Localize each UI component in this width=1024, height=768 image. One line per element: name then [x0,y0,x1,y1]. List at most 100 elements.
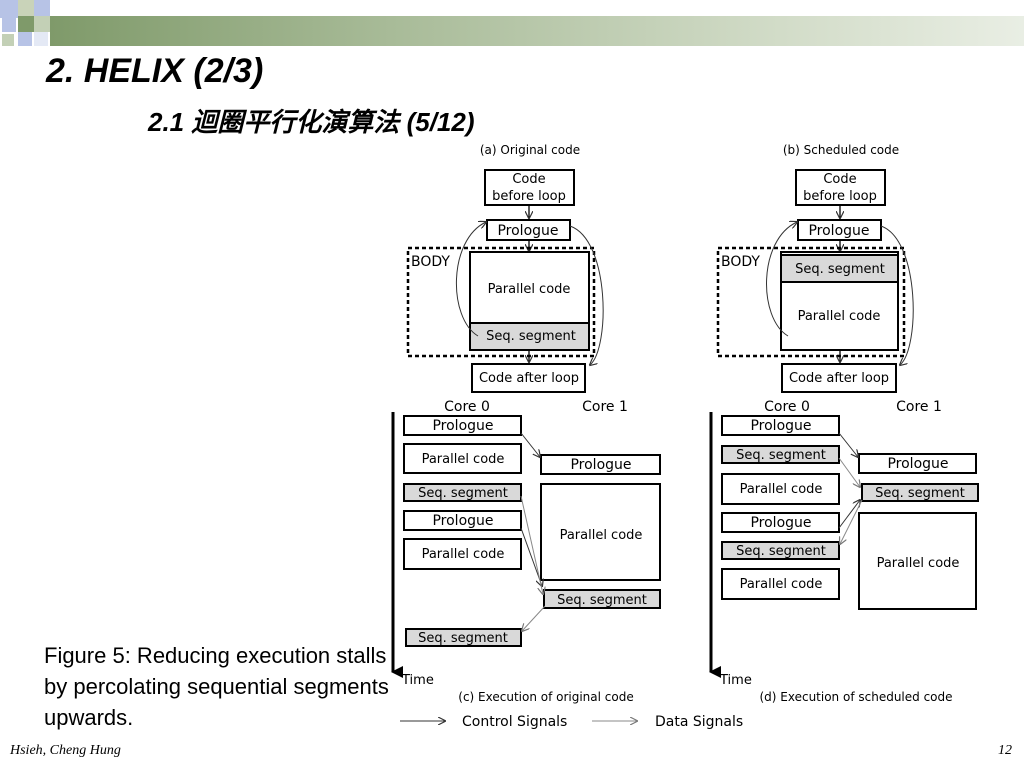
loop-exit-arrow [880,225,914,365]
c1-prologue [540,454,661,475]
code-before-loop-label-1: Code [512,172,545,187]
loop-exit-arrow [569,225,604,365]
control-signal-arrow [838,500,860,529]
data-signal-arrow [840,499,863,544]
c1-seq-label: Seq. segment [557,593,647,608]
code-before-loop-box [795,169,886,206]
data-signal-arrow [838,457,860,487]
c1-prologue-label: Prologue [570,457,631,473]
decor-square [18,16,34,32]
c0-seq-2-label: Seq. segment [736,544,826,559]
panel-d-execution-scheduled: Core 0 Core 1 Time Prologue Seq. segment… [709,399,979,704]
decor-square [2,18,16,32]
prologue-label: Prologue [808,223,869,239]
c1-parallel-label: Parallel code [877,556,960,571]
panel-b-scheduled-code: (b) Scheduled code Code before loop Prol… [716,143,914,393]
panel-d-title: (d) Execution of scheduled code [759,690,952,704]
seq-segment-box [469,322,590,351]
parallel-code-label: Parallel code [488,282,571,297]
code-before-loop-label-2: before loop [803,189,877,204]
body-dashed-box [406,246,596,358]
c0-seq-1-label: Seq. segment [736,448,826,463]
c1-seq [861,483,979,502]
panel-c-execution-original: Core 0 Core 1 Time Prologue Parallel cod… [391,399,661,704]
slide-subtitle: 2.1 迴圈平行化演算法 (5/12) [148,107,475,137]
c0-parallel-1-label: Parallel code [740,482,823,497]
panel-a-title: (a) Original code [480,143,580,157]
decor-square [2,34,14,46]
c0-seq-1-label: Seq. segment [418,486,508,501]
c0-parallel-1-label: Parallel code [422,452,505,467]
decor-square [34,16,50,32]
loop-back-arrow [766,222,797,337]
c0-prologue-1 [403,415,522,436]
page-number: 12 [998,743,1012,758]
code-before-loop-label-1: Code [823,172,856,187]
c0-prologue-2 [403,510,522,531]
code-after-loop-box [781,363,897,393]
time-label: Time [719,673,752,688]
c0-seq-1 [403,483,522,502]
core0-label: Core 0 [444,399,490,415]
control-signal-legend-label: Control Signals [462,714,567,730]
loop-back-arrow [455,222,486,337]
control-signal-arrow [520,527,542,586]
c0-parallel-1 [721,473,840,505]
code-after-loop-label: Code after loop [479,371,579,386]
code-after-loop-box [471,363,586,393]
header-gradient-bar [50,16,1024,46]
decor-square [18,32,32,46]
c0-parallel-1 [403,443,522,474]
c0-parallel-2 [403,538,522,570]
c1-parallel [858,512,977,610]
figure-caption: Figure 5: Reducing execution stalls by p… [44,643,389,730]
control-signal-arrow [520,432,540,457]
c1-seq-label: Seq. segment [875,486,965,501]
c0-seq-2 [721,541,840,560]
body-label: BODY [721,254,760,270]
code-before-loop-label-2: before loop [492,189,566,204]
c0-prologue-1 [721,415,840,436]
core1-label: Core 1 [896,399,942,415]
data-signal-legend-label: Data Signals [655,714,743,730]
c0-seq-2-label: Seq. segment [418,631,508,646]
footer-author: Hsieh, Cheng Hung [10,743,121,758]
c1-parallel [540,483,661,581]
seq-segment-box [780,254,899,283]
c0-parallel-2 [721,568,840,600]
time-label: Time [401,673,434,688]
decor-square [34,32,48,46]
body-label: BODY [411,254,450,270]
code-before-loop-box [484,169,575,206]
decor-square [0,0,18,18]
decor-square [18,0,34,16]
prologue-label: Prologue [497,223,558,239]
c0-seq-2 [405,628,522,647]
decor-square [34,0,50,16]
c0-prologue-2 [721,512,840,533]
c1-prologue-label: Prologue [887,456,948,472]
core0-label: Core 0 [764,399,810,415]
code-after-loop-label: Code after loop [789,371,889,386]
slide-title: 2. HELIX (2/3) [46,52,264,90]
control-signal-arrow [838,432,858,457]
body-dashed-box [716,246,906,358]
c1-parallel-label: Parallel code [560,528,643,543]
c0-parallel-2-label: Parallel code [422,547,505,562]
c1-seq [543,589,661,609]
c0-prologue-2-label: Prologue [432,513,493,529]
c0-prologue-1-label: Prologue [750,418,811,434]
c0-seq-1 [721,445,840,464]
c0-parallel-2-label: Parallel code [740,577,823,592]
data-signal-arrow [520,495,543,594]
c1-prologue [858,453,977,474]
c0-prologue-2-label: Prologue [750,515,811,531]
seq-segment-label: Seq. segment [795,262,885,277]
signal-legend: Control Signals Data Signals [400,714,743,730]
data-signal-arrow [522,605,546,631]
c0-prologue-1-label: Prologue [432,418,493,434]
parallel-code-label: Parallel code [798,309,881,324]
seq-segment-label: Seq. segment [486,329,576,344]
core1-label: Core 1 [582,399,628,415]
